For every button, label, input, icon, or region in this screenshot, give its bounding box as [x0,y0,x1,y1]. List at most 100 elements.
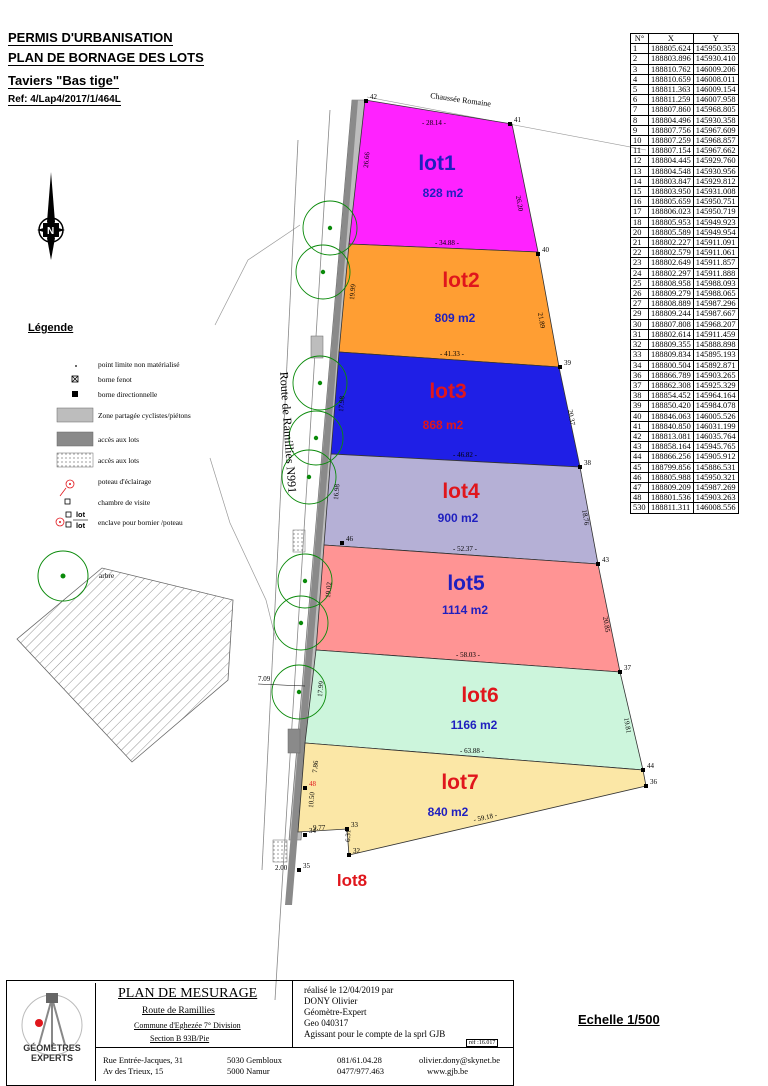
table-cell: 146007.958 [692,94,739,106]
point-number-label: 34 [309,827,317,835]
tree-icon [273,595,329,651]
footer-address-1: Rue Entrée-Jacques, 31 [103,1055,184,1065]
boundary-point-marker [303,786,307,790]
table-cell: 188862.308 [648,379,694,392]
table-cell: 145950.751 [692,196,739,208]
legend-item-label: borne directionnelle [98,390,158,399]
table-cell: 145967.609 [692,124,739,137]
table-cell: 188809.834 [648,349,694,361]
table-cell: 188804.548 [648,165,694,177]
table-cell: 145886.531 [692,461,739,473]
table-cell: 16 [630,196,649,208]
legend-item-label: enclave pour bornier /poteau [98,518,183,527]
table-cell: 145929.760 [692,155,739,167]
footer-title: PLAN DE MESURAGE [118,986,258,1001]
legend-item-label: accès aux lots [98,456,140,465]
table-cell: 20 [630,226,649,239]
table-cell: 145895.193 [692,349,739,361]
tree-icon [302,200,358,256]
table-cell: 145911.857 [692,257,739,269]
table-cell: 45 [630,461,649,473]
table-cell: 15 [630,186,649,198]
dot-icon [75,365,77,367]
table-cell: 145968.805 [692,104,739,116]
table-cell: 17 [630,206,649,218]
table-cell: 145987.667 [692,308,739,320]
legend-icons [37,365,94,602]
lot-area-label: 1114 m2 [442,603,488,617]
point-number-label: 35 [303,862,311,870]
table-cell: 145984.078 [692,400,739,412]
table-cell: 21 [630,237,649,249]
borne-fenot-icon [71,375,79,383]
table-cell: 145931.008 [692,186,739,198]
table-cell: 145911.091 [692,237,739,249]
table-cell: 146008.556 [692,502,739,514]
legend-item-label: point limite non matérialisé [98,360,180,369]
table-cell: 188805.659 [648,196,694,208]
logo-text: GÉOMÈTRES EXPERTS [23,1043,81,1063]
table-cell: 146035.764 [692,430,739,443]
table-cell: 145929.812 [692,175,739,188]
table-cell: 188802.579 [648,247,694,259]
footer-ref: réf :16.017 [466,1039,499,1047]
table-cell: 6 [630,94,649,106]
enclave-lot-top-label: lot [76,510,86,519]
road-width-label: 2.00 [275,864,288,872]
footer-commune: Commune d'Eghezée 7° Division [134,1021,241,1030]
table-cell: 188808.958 [648,277,694,290]
footer-realise: réalisé le 12/04/2019 par [304,985,394,995]
table-cell: 188809.355 [648,339,694,351]
table-cell: 188807.259 [648,135,694,147]
table-header-row: N° X Y [630,32,739,45]
table-cell: 39 [630,400,649,412]
footer-subject: Route de Ramillies [142,1006,215,1016]
table-cell: 23 [630,257,649,269]
table-cell: 188805.988 [648,471,694,483]
table-cell: 2 [630,53,649,65]
footer-city-2: 5000 Namur [227,1066,270,1076]
table-cell: 32 [630,339,649,351]
table-cell: 145950.719 [692,206,739,218]
boundary-point-marker [364,99,368,103]
table-cell: 188802.649 [648,257,694,269]
title-plan-bornage: PLAN DE BORNAGE DES LOTS [8,50,204,66]
table-cell: 145987.269 [692,481,739,494]
tree-trunk [302,578,308,584]
table-cell: 146005.526 [692,410,739,422]
dimension-label: - 52.37 - [453,545,478,553]
boundary-point-marker [644,784,648,788]
dotted-swatch-icon [56,452,94,468]
legend-title: Légende [28,322,74,334]
table-cell: 145892.871 [692,359,739,371]
table-cell: 188801.536 [648,492,694,504]
dimension-label: 9.77 [313,824,326,832]
table-cell: 48 [630,492,649,504]
footer-email: olivier.dony@skynet.be [419,1055,501,1065]
tree-icon [295,244,351,300]
chaussee-romaine-label: Chaussée Romaine [430,91,492,108]
table-cell: 7 [630,104,649,116]
dimension-label: - 46.82 - [453,451,478,459]
table-cell: 34 [630,359,649,371]
tree-icon [37,550,89,602]
table-cell: 145905.912 [692,451,739,463]
table-cell: 188813.081 [648,430,694,443]
table-cell: 12 [630,155,649,167]
table-cell: 31 [630,328,649,341]
boundary-point-marker [536,252,540,256]
compass-label: N [47,226,54,237]
